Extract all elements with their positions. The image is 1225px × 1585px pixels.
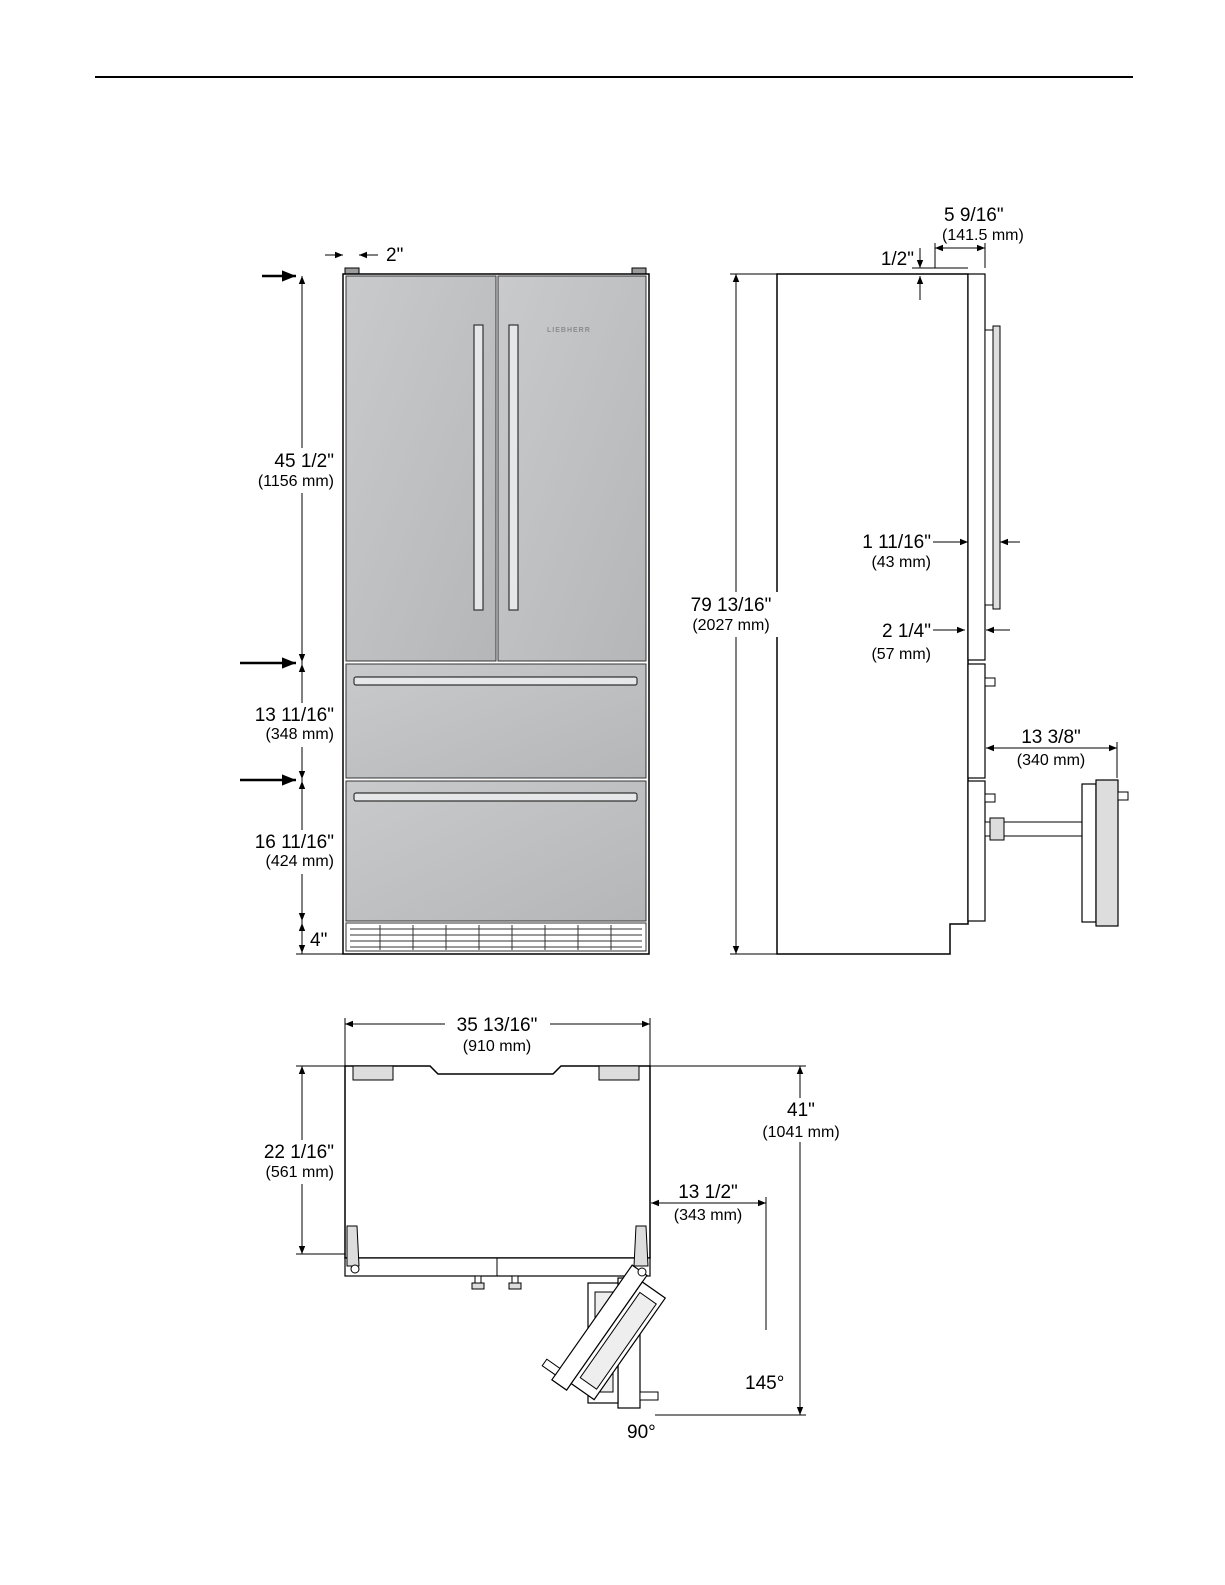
handle-offset-label: 2": [386, 245, 403, 266]
door-depth-mm: (141.5 mm): [942, 227, 1024, 244]
middle-drawer-in: 13 11/16": [255, 705, 334, 726]
handle-depth-mm: (57 mm): [871, 646, 931, 663]
top-view: 35 13/16" (910 mm) 22 1/16" (561 mm) 41"…: [250, 1012, 850, 1443]
total-open-depth-mm: (1041 mm): [762, 1124, 839, 1141]
front-view: LIEBHERR 2": [240, 245, 649, 954]
width-mm: (910 mm): [463, 1038, 531, 1055]
top-offset-in: 1/2": [881, 249, 914, 270]
drawer-extension-mm: (340 mm): [1017, 752, 1085, 769]
total-height-mm: (2027 mm): [692, 617, 769, 634]
angle-145-label: 145°: [745, 1373, 784, 1394]
handle-clearance-in: 1 11/16": [862, 532, 931, 553]
swing-clearance-in: 13 1/2": [678, 1182, 738, 1203]
middle-drawer-mm: (348 mm): [266, 726, 334, 743]
lower-drawer: [346, 781, 646, 921]
upper-height-mm: (1156 mm): [258, 473, 334, 490]
width-in: 35 13/16": [457, 1015, 538, 1036]
side-view: 79 13/16" (2027 mm) 5 9/16" (141.5 mm) 1…: [685, 205, 1128, 954]
total-open-depth-in: 41": [787, 1100, 815, 1121]
door-depth-in: 5 9/16": [944, 205, 1004, 226]
swing-clearance-mm: (343 mm): [674, 1207, 742, 1224]
total-height-in: 79 13/16": [691, 595, 772, 616]
handle-clearance-mm: (43 mm): [871, 554, 931, 571]
brand-logo: LIEBHERR: [547, 327, 591, 334]
handle-depth-in: 2 1/4": [882, 621, 931, 642]
drawer-extension-in: 13 3/8": [1021, 727, 1081, 748]
base-height-in: 4": [310, 930, 327, 951]
angle-90-label: 90°: [627, 1422, 656, 1443]
upper-height-in: 45 1/2": [274, 451, 334, 472]
depth-mm: (561 mm): [266, 1164, 334, 1181]
lower-drawer-in: 16 11/16": [255, 832, 334, 853]
lower-drawer-mm: (424 mm): [266, 853, 334, 870]
depth-in: 22 1/16": [264, 1142, 334, 1163]
